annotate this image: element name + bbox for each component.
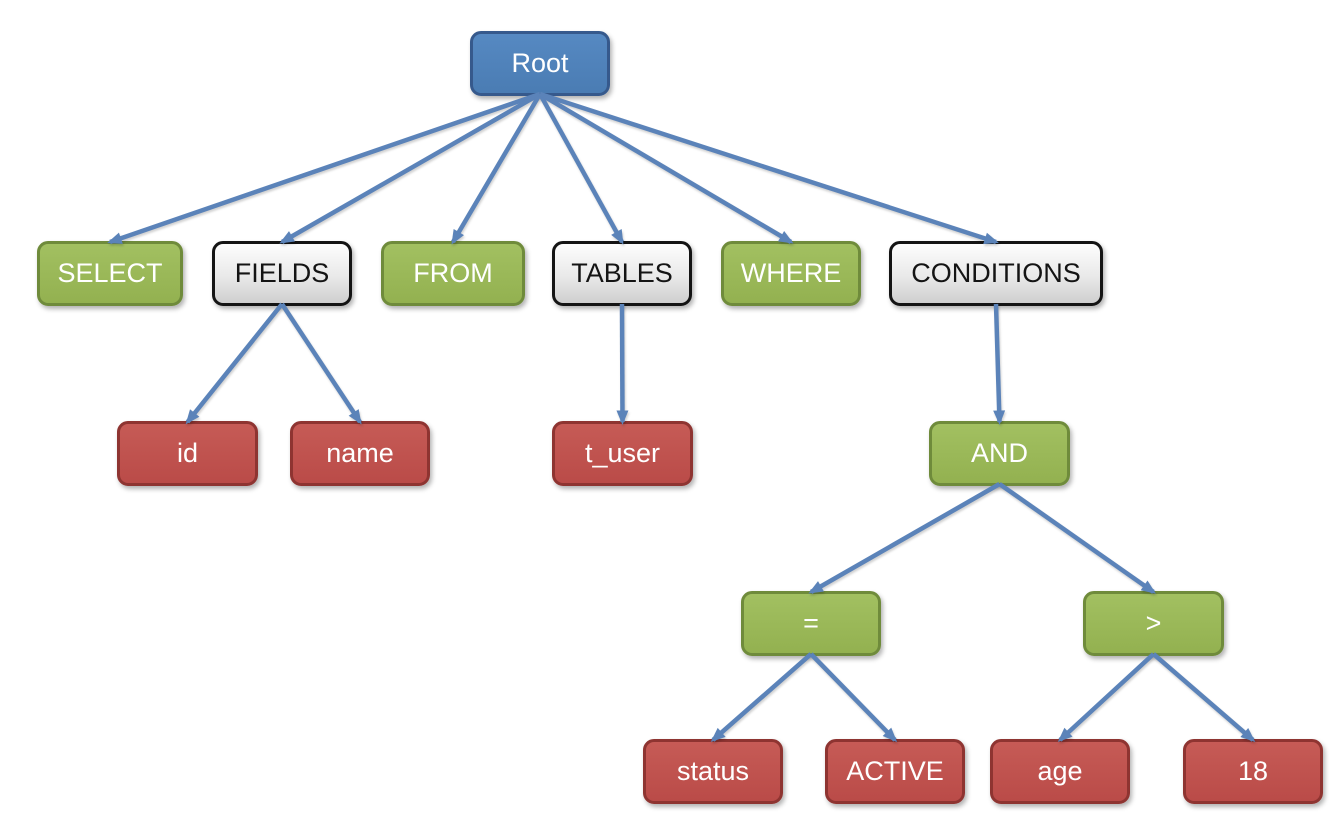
node-id: id — [117, 421, 258, 486]
edge-fields-to-id — [185, 302, 284, 425]
node-from: FROM — [381, 241, 525, 306]
edge-root-to-where — [538, 92, 794, 244]
node-and: AND — [929, 421, 1070, 486]
edge-root-to-tables — [538, 92, 624, 245]
node-name: name — [290, 421, 430, 486]
node-active: ACTIVE — [825, 739, 965, 804]
node-t-user: t_user — [552, 421, 693, 486]
node-tables: TABLES — [552, 241, 692, 306]
edge-root-to-select — [107, 91, 541, 245]
node-equals: = — [741, 591, 881, 656]
node-18: 18 — [1183, 739, 1323, 804]
edge-root-to-fields — [279, 92, 542, 244]
edge-and-to-eq — [808, 482, 1001, 594]
node-root: Root — [470, 31, 610, 96]
node-where: WHERE — [721, 241, 861, 306]
edge-conditions-to-and — [993, 303, 1006, 425]
node-select: SELECT — [37, 241, 183, 306]
node-fields: FIELDS — [212, 241, 352, 306]
node-age: age — [990, 739, 1130, 804]
edge-gt-to-age — [1057, 652, 1156, 743]
edge-root-to-conditions — [539, 91, 999, 245]
node-status: status — [643, 739, 783, 804]
edge-gt-to-eighteen — [1152, 652, 1256, 742]
edge-and-to-gt — [998, 482, 1156, 594]
edge-root-to-from — [451, 92, 542, 245]
edge-fields-to-name — [280, 302, 362, 425]
edge-eq-to-active — [809, 652, 898, 743]
edge-tables-to-t_user — [616, 303, 629, 425]
edge-eq-to-status — [710, 652, 813, 742]
node-conditions: CONDITIONS — [889, 241, 1103, 306]
node-greater-than: > — [1083, 591, 1224, 656]
